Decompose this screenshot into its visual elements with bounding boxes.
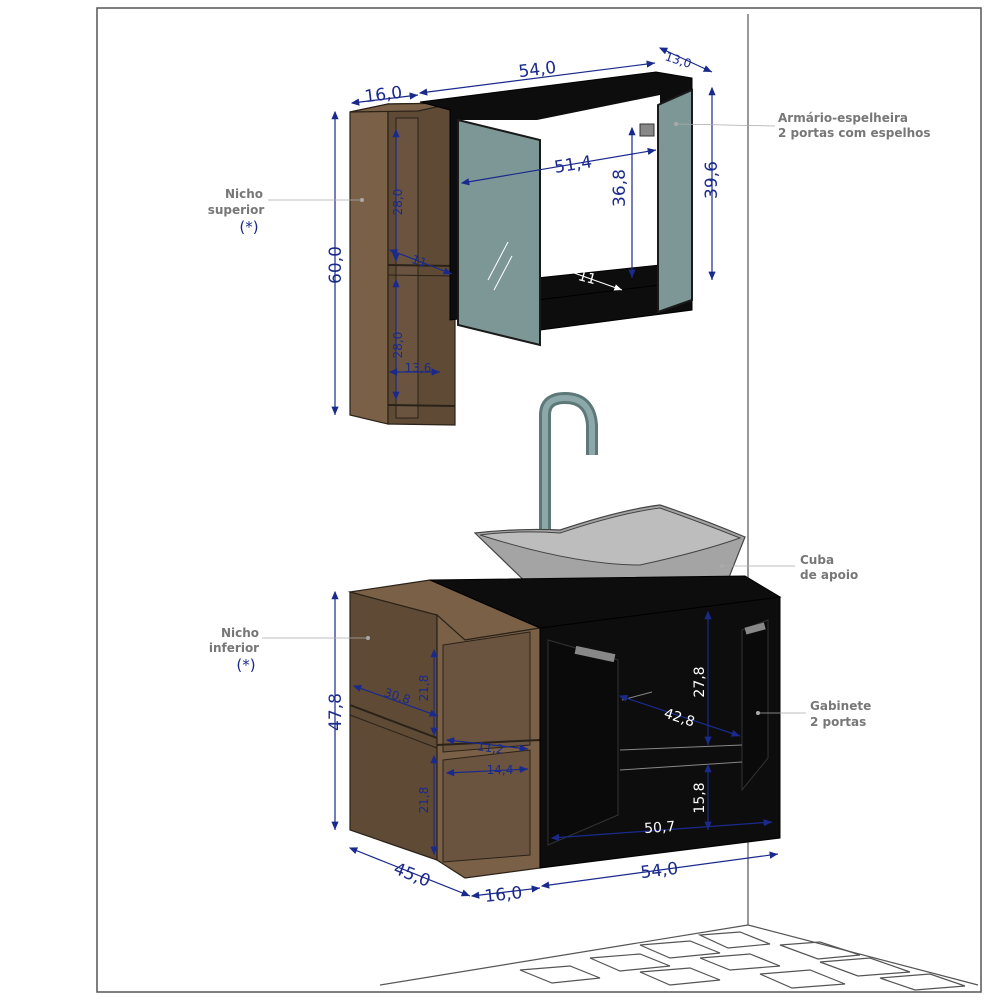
dim-lower-niche-bottom-cell: 21,8 xyxy=(417,787,431,814)
dim-upper-niche-width: 16,0 xyxy=(363,83,403,107)
leader-lines xyxy=(262,123,806,714)
dim-lower-depth: 45,0 xyxy=(391,859,434,892)
upper-niche xyxy=(349,102,456,426)
dim-mirror-height: 39,6 xyxy=(702,161,722,199)
dim-lower-niche-width: 16,0 xyxy=(484,883,524,907)
label-upper-niche-2: superior xyxy=(208,203,265,217)
label-mirror-cabinet-2: 2 portas com espelhos xyxy=(778,126,931,140)
label-upper-niche-mark: (*) xyxy=(239,218,258,236)
label-lower-niche-1: Nicho xyxy=(221,626,259,640)
dim-lower-niche-inner-width: 14,4 xyxy=(487,763,514,777)
dim-mirror-shelf-depth: 11 xyxy=(576,268,597,288)
dim-upper-niche-height: 60,0 xyxy=(326,246,346,284)
label-upper-niche-1: Nicho xyxy=(225,187,263,201)
dim-cabinet-inner-width: 50,7 xyxy=(644,819,676,837)
dim-cabinet-width: 54,0 xyxy=(639,859,679,883)
dimension-lines-white xyxy=(558,267,623,291)
label-lower-niche-2: inferior xyxy=(209,641,259,655)
dim-lower-niche-shelf: 11,2 xyxy=(476,739,504,757)
dim-mirror-width: 54,0 xyxy=(517,58,557,82)
dim-upper-niche-depth: 11 xyxy=(410,252,429,270)
label-basin-1: Cuba xyxy=(800,553,834,567)
dim-upper-niche-inner-width: 13,6 xyxy=(405,361,432,375)
dim-lower-height: 47,8 xyxy=(326,693,346,731)
dim-lower-niche-top-cell: 21,8 xyxy=(417,675,431,702)
label-cabinet-2: 2 portas xyxy=(810,715,866,729)
dim-cabinet-top-cell: 27,8 xyxy=(692,666,708,697)
dim-cabinet-bottom-cell: 15,8 xyxy=(692,782,708,813)
dimension-lines xyxy=(331,47,779,899)
dim-upper-niche-top-cell: 28,0 xyxy=(391,189,405,216)
label-cabinet-1: Gabinete xyxy=(810,699,871,713)
dim-upper-niche-bottom-cell: 28,0 xyxy=(391,332,405,359)
drawing-frame xyxy=(96,7,982,993)
mirror-cabinet xyxy=(419,71,693,347)
dim-mirror-inner-height: 36,8 xyxy=(610,169,630,207)
label-mirror-cabinet-1: Armário-espelheira xyxy=(778,111,908,125)
floor-tiles xyxy=(519,931,966,991)
lower-niche xyxy=(347,579,543,879)
label-lower-niche-mark: (*) xyxy=(236,656,255,674)
dim-mirror-depth: 13,0 xyxy=(663,49,693,71)
label-basin-2: de apoio xyxy=(800,568,858,582)
